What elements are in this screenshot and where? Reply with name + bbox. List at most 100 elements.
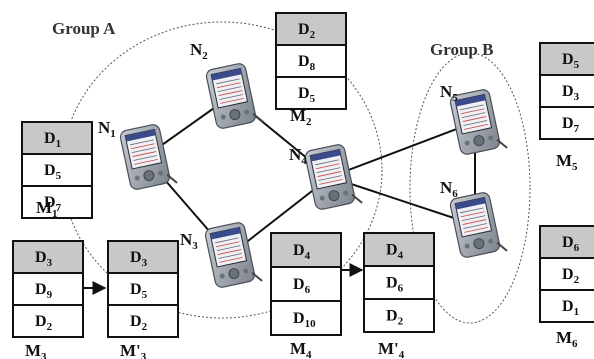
memory-cell-m4-2 <box>270 300 342 336</box>
memory-cell-text-m3-0-base: D <box>35 249 47 266</box>
memory-cell-text-m1-0: D1 <box>44 130 61 150</box>
memory-cell-text-m2-1-base: D <box>298 53 310 70</box>
memory-label-m3p: M'3 <box>120 341 147 359</box>
memory-cell-text-m4-1: D6 <box>293 276 311 296</box>
n5-pda-device-icon <box>449 89 508 155</box>
memory-cell-m5-0 <box>539 42 594 76</box>
memory-cell-text-m4-1-subscript: 6 <box>305 284 311 296</box>
memory-cell-text-m2-2-subscript: 5 <box>310 93 316 105</box>
memory-cell-text-m3p-2-subscript: 2 <box>142 321 148 333</box>
memory-cell-text-m3p-1-base: D <box>130 281 142 298</box>
memory-cell-text-m3-2-subscript: 2 <box>47 321 53 333</box>
memory-cell-text-m5-0: D5 <box>562 51 580 71</box>
memory-cell-text-m3-1: D9 <box>35 281 53 301</box>
memory-cell-text-m6-2-subscript: 1 <box>574 306 580 318</box>
memory-label-m3: M3 <box>25 341 47 359</box>
group-a-outline <box>61 21 383 319</box>
memory-cell-text-m1-1-base: D <box>44 162 56 179</box>
memory-cell-text-m4-2: D10 <box>293 310 316 330</box>
memory-cell-text-m5-0-subscript: 5 <box>574 59 580 71</box>
memory-label-m5-base: M <box>556 151 572 170</box>
memory-cell-text-m2-0-base: D <box>298 21 310 38</box>
memory-cell-text-m5-2: D7 <box>562 115 580 135</box>
memory-label-m3-subscript: 3 <box>41 351 47 359</box>
memory-cell-text-m3-2: D2 <box>35 313 53 333</box>
memory-cell-text-m5-1-subscript: 3 <box>574 91 580 103</box>
memory-cell-text-m2-2-base: D <box>298 85 310 102</box>
n4-pda-device-icon <box>304 144 363 210</box>
node-label-n5-base: N <box>440 82 453 101</box>
node-label-n1: N1 <box>98 118 116 140</box>
group-a-label: Group A <box>52 19 116 38</box>
memory-cell-m3p-0 <box>107 240 179 274</box>
memory-cell-text-m3-1-base: D <box>35 281 47 298</box>
memory-label-m6-base: M <box>556 328 572 347</box>
memory-cell-text-m4-0-subscript: 4 <box>305 250 311 262</box>
memory-label-m3p-subscript: 3 <box>141 351 147 359</box>
memory-label-m1: M1 <box>36 198 58 220</box>
node-label-n3: N3 <box>180 230 198 252</box>
memory-cell-text-m2-0: D2 <box>298 21 316 41</box>
node-label-n5-subscript: 5 <box>452 92 458 104</box>
memory-cell-text-m4-0: D4 <box>293 242 311 262</box>
memory-label-m4: M4 <box>290 339 312 359</box>
memory-cell-text-m3p-1: D5 <box>130 281 148 301</box>
memory-cell-text-m3-0: D3 <box>35 249 53 269</box>
node-label-n4-base: N <box>289 145 302 164</box>
memory-cell-text-m3p-2: D2 <box>130 313 148 333</box>
memory-cell-text-m3-1-subscript: 9 <box>47 289 53 301</box>
memory-cell-m1-1 <box>21 153 93 187</box>
memory-cell-text-m1-2: D7 <box>44 194 62 214</box>
node-label-n5: N5 <box>440 82 458 104</box>
memory-cell-text-m4p-2-subscript: 2 <box>398 316 404 328</box>
memory-cell-text-m4-2-subscript: 10 <box>305 318 317 330</box>
group-b-label: Group B <box>430 40 493 59</box>
memory-cell-text-m1-1: D5 <box>44 162 62 182</box>
node-label-n2-base: N <box>190 40 203 59</box>
memory-label-m6-subscript: 6 <box>572 338 578 350</box>
node-label-n1-base: N <box>98 118 111 137</box>
memory-cell-m5-2 <box>539 106 594 140</box>
memory-cell-text-m1-0-base: D <box>44 130 56 147</box>
memory-cell-text-m3p-0: D3 <box>130 249 148 269</box>
node-label-n3-base: N <box>180 230 193 249</box>
memory-cell-text-m4-1-base: D <box>293 276 305 293</box>
node-label-n2: N2 <box>190 40 208 62</box>
memory-cell-text-m3p-2-base: D <box>130 313 142 330</box>
memory-cell-text-m4p-2: D2 <box>386 308 404 328</box>
memory-cell-text-m5-1-base: D <box>562 83 574 100</box>
memory-cell-text-m5-0-base: D <box>562 51 574 68</box>
memory-cell-text-m4p-0-base: D <box>386 242 398 259</box>
memory-label-m1-subscript: 1 <box>52 208 58 220</box>
memory-cell-text-m6-0: D6 <box>562 234 580 254</box>
memory-cell-m6-0 <box>539 225 594 259</box>
memory-cell-text-m6-1: D2 <box>562 266 580 286</box>
memory-cell-m3p-2 <box>107 304 179 338</box>
memory-cell-m6-1 <box>539 257 594 291</box>
node-label-n1-subscript: 1 <box>110 128 116 140</box>
memory-cell-m3-1 <box>12 272 84 306</box>
transition-arrows-layer <box>84 263 364 295</box>
memory-cell-text-m1-0-subscript: 1 <box>56 138 62 150</box>
memory-cell-text-m6-0-subscript: 6 <box>574 242 580 254</box>
n3-pda-device-icon <box>204 222 263 288</box>
memory-cell-text-m5-2-subscript: 7 <box>574 123 580 135</box>
memory-cell-m4p-2 <box>363 298 435 333</box>
memory-cell-text-m4p-0: D4 <box>386 242 404 262</box>
memory-label-m4p-subscript: 4 <box>399 349 405 359</box>
n2-pda-device-icon <box>205 63 264 129</box>
n6-pda-device-icon <box>449 192 508 258</box>
memory-cell-text-m4p-0-subscript: 4 <box>398 250 404 262</box>
node-label-n6: N6 <box>440 178 458 200</box>
edge-n4-n6 <box>329 176 476 226</box>
memory-cell-text-m2-2: D5 <box>298 85 316 105</box>
memory-cell-text-m6-1-base: D <box>562 266 574 283</box>
memory-cell-text-m4p-1: D6 <box>386 275 404 295</box>
memory-cell-text-m5-1: D3 <box>562 83 580 103</box>
memory-cell-text-m3-2-base: D <box>35 313 47 330</box>
